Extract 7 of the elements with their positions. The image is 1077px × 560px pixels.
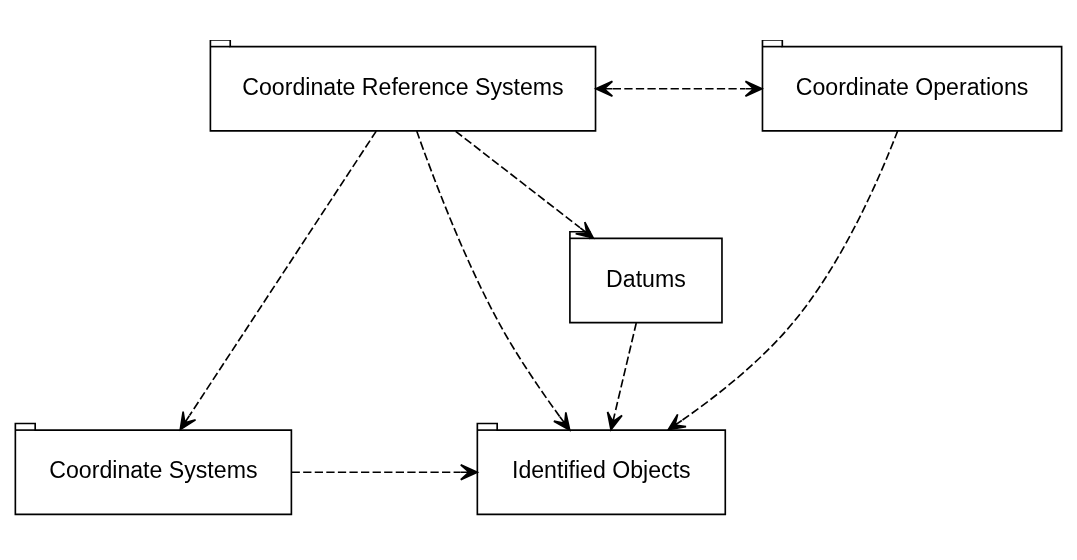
arrow <box>454 130 595 239</box>
arrow <box>415 129 571 431</box>
arrow <box>667 129 899 431</box>
arrow <box>179 129 378 430</box>
arrow <box>606 321 638 431</box>
arrow <box>290 463 479 480</box>
arrow <box>595 80 763 97</box>
